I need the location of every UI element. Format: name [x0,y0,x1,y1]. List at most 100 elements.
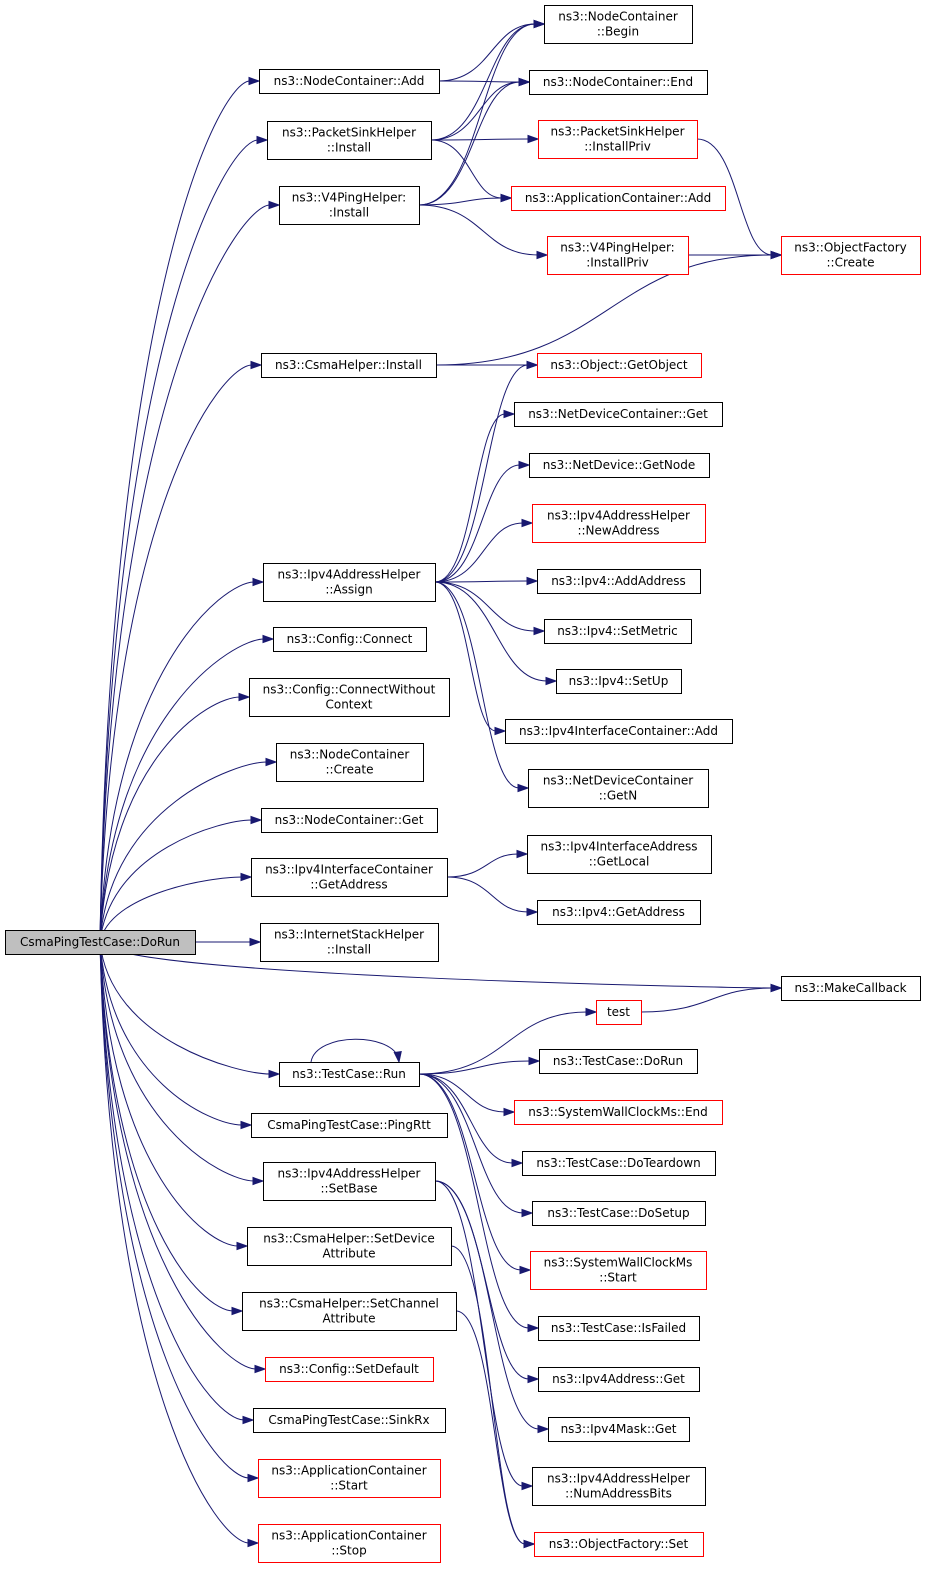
node-v4InstallPriv[interactable]: ns3::V4PingHelper::InstallPriv [547,236,689,275]
node-swStart[interactable]: ns3::SystemWallClockMs::Start [530,1251,707,1290]
edge-setBase-to-numAddrBits [434,1180,534,1491]
edge-arrowhead [517,783,530,793]
edge-arrowhead [248,76,261,86]
edge-line [99,941,245,1421]
node-icAdd[interactable]: ns3::Ipv4InterfaceContainer::Add [505,719,733,744]
node-ofCreate[interactable]: ns3::ObjectFactory::Create [781,236,921,275]
node-v4Install[interactable]: ns3::V4PingHelper::Install [279,186,420,225]
node-ipv4Assign[interactable]: ns3::Ipv4AddressHelper::Assign [263,563,436,602]
node-ndGetNode[interactable]: ns3::NetDevice::GetNode [529,453,710,478]
edge-v4Install-to-ncBegin [418,19,546,206]
node-ndcGet[interactable]: ns3::NetDeviceContainer::Get [514,402,723,427]
node-cfgConnect[interactable]: ns3::Config::Connect [273,627,427,652]
edge-arrowhead [770,250,783,260]
node-ndcGetN[interactable]: ns3::NetDeviceContainer::GetN [528,769,709,808]
node-iaGetLocal[interactable]: ns3::Ipv4InterfaceAddress::GetLocal [527,835,712,874]
node-newAddress[interactable]: ns3::Ipv4AddressHelper::NewAddress [532,504,706,543]
edge-line [418,197,503,206]
node-ipv4MaskGet[interactable]: ns3::Ipv4Mask::Get [548,1417,690,1442]
edge-line [430,23,536,141]
node-psInstall[interactable]: ns3::PacketSinkHelper::Install [267,121,432,160]
edge-line [418,1073,514,1164]
node-label: ns3::TestCase::DoTeardown [536,1156,700,1170]
node-ncGet[interactable]: ns3::NodeContainer::Get [261,808,438,833]
node-box [527,835,712,874]
node-numAddrBits[interactable]: ns3::Ipv4AddressHelper::NumAddressBits [532,1467,706,1506]
node-makeCallback[interactable]: ns3::MakeCallback [781,976,921,1001]
node-csmaInstall[interactable]: ns3::CsmaHelper::Install [261,353,437,378]
edge-line [418,204,539,256]
node-label: ns3::Ipv4InterfaceAddress [541,840,698,854]
node-ipv4GetAddr[interactable]: ns3::Ipv4::GetAddress [537,900,701,925]
node-ipv4SetMetric[interactable]: ns3::Ipv4::SetMetric [544,619,692,644]
edge-ipv4Assign-to-icAdd [434,581,507,736]
node-label: ns3::Config::ConnectWithout [263,683,436,697]
node-ncAdd[interactable]: ns3::NodeContainer::Add [259,69,440,94]
node-setBase[interactable]: ns3::Ipv4AddressHelper::SetBase [263,1162,436,1201]
node-tcSetup[interactable]: ns3::TestCase::DoSetup [532,1201,706,1226]
node-label: ns3::MakeCallback [794,981,906,995]
node-swEnd[interactable]: ns3::SystemWallClockMs::End [514,1100,723,1125]
node-box [544,619,692,644]
node-label: ns3::Ipv4InterfaceContainer::Add [519,724,718,738]
node-ipv4AddAddr[interactable]: ns3::Ipv4::AddAddress [537,569,701,594]
edge-arrowhead [521,518,534,528]
node-label: ::Start [599,1271,637,1285]
node-ipv4SetUp[interactable]: ns3::Ipv4::SetUp [556,669,682,694]
node-doRun[interactable]: CsmaPingTestCase::DoRun [5,930,196,955]
node-ipv4AddrGet[interactable]: ns3::Ipv4Address::Get [538,1367,700,1392]
node-label: ns3::NodeContainer::End [543,75,693,89]
node-label: ::Install [327,141,371,155]
edge-arrowhead [250,815,263,825]
edge-setDevAttr-to-ofSet [450,1245,536,1549]
node-setDefault[interactable]: ns3::Config::SetDefault [265,1357,434,1382]
node-label: ns3::TestCase::Run [292,1067,406,1081]
node-ncBegin[interactable]: ns3::NodeContainer::Begin [544,5,693,44]
edge-arrowhead [533,626,546,636]
node-objGetObject[interactable]: ns3::Object::GetObject [537,353,702,378]
node-icGetAddr[interactable]: ns3::Ipv4InterfaceContainer::GetAddress [251,858,448,897]
edge-line [99,941,271,1075]
node-label: ns3::Config::Connect [287,632,413,646]
node-label: ns3::Ipv4::SetUp [569,674,669,688]
node-label: ns3::PacketSinkHelper [550,125,684,139]
edge-arrowhead [503,1107,516,1117]
node-label: ns3::CsmaHelper::Install [275,358,422,372]
node-ncCreate[interactable]: ns3::NodeContainer::Create [276,743,424,782]
node-psInstallPriv[interactable]: ns3::PacketSinkHelper::InstallPriv [538,120,698,159]
node-ofSet[interactable]: ns3::ObjectFactory::Set [534,1532,704,1557]
edge-arrowhead [268,200,281,210]
node-tcDoRun[interactable]: ns3::TestCase::DoRun [539,1049,698,1074]
node-tcRun[interactable]: ns3::TestCase::Run [279,1062,420,1087]
node-ncEnd[interactable]: ns3::NodeContainer::End [529,70,708,95]
node-label: ns3::Ipv4AddressHelper [547,509,690,523]
edge-arrowhead [527,1323,540,1333]
node-sinkRx[interactable]: CsmaPingTestCase::SinkRx [253,1408,446,1433]
node-tcTeardown[interactable]: ns3::TestCase::DoTeardown [522,1151,716,1176]
node-test[interactable]: test [596,1000,642,1025]
edge-ipv4Assign-to-objGetObject [434,360,539,583]
edge-doRun-to-v4Install [99,200,281,943]
edge-line [99,204,271,943]
node-label: ns3::CsmaHelper::SetChannel [259,1297,439,1311]
edge-line [434,581,497,732]
node-ishInstall[interactable]: ns3::InternetStackHelper::Install [260,923,439,962]
edge-line [438,80,521,83]
node-acAdd[interactable]: ns3::ApplicationContainer::Add [511,186,726,211]
node-acStop[interactable]: ns3::ApplicationContainer::Stop [258,1524,441,1563]
edge-tcRun-to-swStart [418,1073,532,1275]
node-box [537,569,701,594]
edge-line [99,941,773,989]
node-box [259,69,440,94]
edge-line [99,941,239,1247]
node-box [279,1062,420,1087]
edge-arrowhead [238,692,251,702]
node-tcIsFailed[interactable]: ns3::TestCase::IsFailed [538,1316,700,1341]
node-acStart[interactable]: ns3::ApplicationContainer::Start [258,1459,441,1498]
node-pingRtt[interactable]: CsmaPingTestCase::PingRtt [251,1113,448,1138]
node-label: ns3::Ipv4AddressHelper [278,568,421,582]
